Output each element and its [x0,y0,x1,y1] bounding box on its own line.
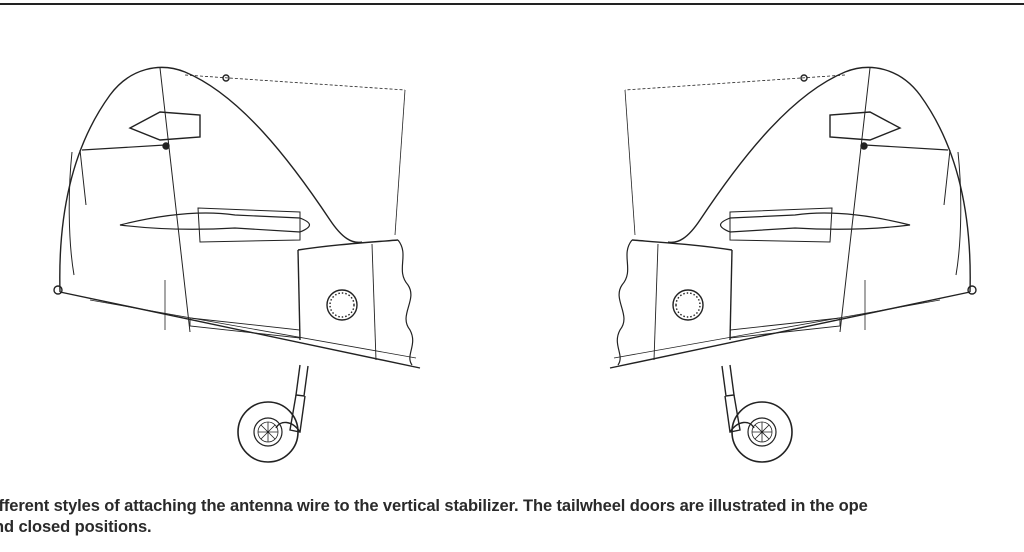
right-tail-drawing [609,66,977,463]
figure-caption: ifferent styles of attaching the antenna… [0,496,1024,538]
caption-line-1: ifferent styles of attaching the antenna… [0,497,868,515]
left-tail-drawing [53,66,421,463]
page-top-rule [0,3,1024,5]
caption-line-2: nd closed positions. [0,518,152,536]
